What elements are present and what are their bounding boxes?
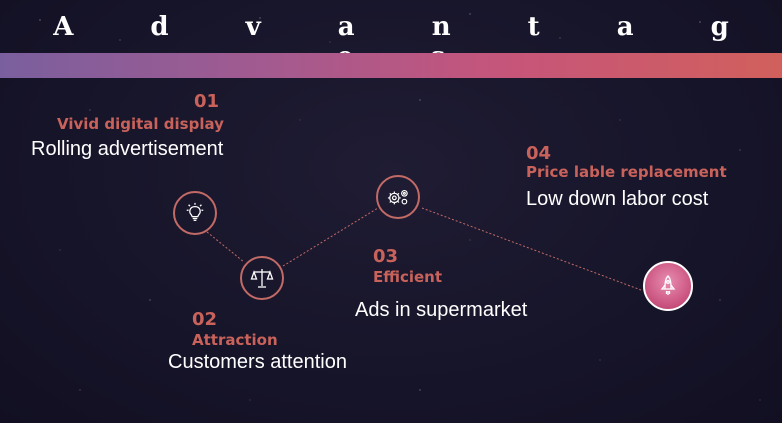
- item-3-number: 03: [373, 246, 399, 267]
- item-1-subtitle: Vivid digital display: [57, 115, 224, 133]
- item-2-number: 02: [192, 309, 218, 330]
- item-2-subtitle: Attraction: [192, 331, 278, 349]
- rocket-icon: [660, 275, 676, 295]
- item-1-node: [173, 191, 217, 235]
- item-2-node: [240, 256, 284, 300]
- title-gradient-band: [0, 53, 782, 78]
- item-4-subtitle: Price lable replacement: [526, 163, 727, 181]
- item-3-subtitle: Efficient: [373, 268, 443, 286]
- item-4-number: 04: [526, 143, 552, 164]
- gears-icon: [387, 189, 408, 205]
- item-4-node: [643, 261, 693, 311]
- item-2-text: Customers attention: [168, 351, 347, 373]
- item-3-node: [376, 175, 420, 219]
- scales-icon: [250, 269, 274, 288]
- item-4-text: Low down labor cost: [526, 188, 709, 210]
- lightbulb-icon: [186, 202, 204, 221]
- item-1-text: Rolling advertisement: [31, 138, 224, 160]
- item-3-text: Ads in supermarket: [355, 299, 528, 321]
- item-1-number: 01: [194, 91, 220, 112]
